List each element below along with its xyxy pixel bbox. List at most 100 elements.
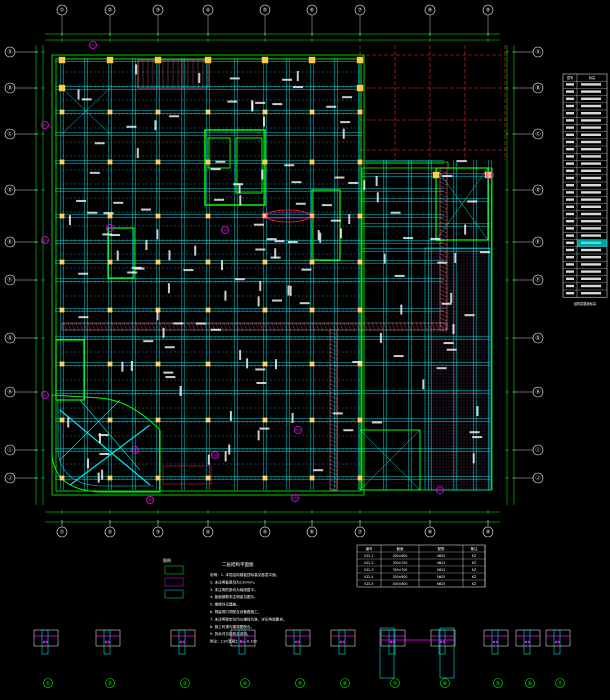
hatch-dot (481, 328, 483, 330)
detail-callout (436, 486, 444, 494)
hatch-dot (484, 268, 486, 270)
hatch-dot (478, 361, 480, 363)
hatch-dot (454, 337, 456, 339)
hatch-dot (481, 472, 483, 474)
hatch-dot (433, 337, 435, 339)
hatch-dot (427, 373, 429, 375)
hatch-dot (481, 280, 483, 282)
hatch-dot (451, 352, 453, 354)
beam-label (332, 412, 343, 415)
band-hatch (329, 367, 338, 372)
hatch-dot (460, 379, 462, 381)
band-hatch (375, 322, 380, 331)
column (155, 159, 161, 165)
band-hatch (383, 322, 388, 331)
hatch-dot (484, 331, 486, 333)
hatch-dot (442, 250, 444, 252)
axis-bubble-label: Ⓗ (535, 389, 540, 396)
hatch-dot (439, 307, 441, 309)
hatch-dot (445, 271, 447, 273)
beam-label (167, 283, 170, 294)
hatch-dot (475, 478, 477, 480)
hatch-dot (478, 358, 480, 360)
hatch-dot (484, 367, 486, 369)
hatch-dot (448, 421, 450, 423)
hatch-dot (454, 382, 456, 384)
hatch-dot (451, 487, 453, 489)
hatch-dot (460, 328, 462, 330)
hatch-dot (487, 391, 489, 393)
hatch-dot (451, 427, 453, 429)
column (59, 475, 65, 481)
hatch-dot (457, 295, 459, 297)
hatch-dot (448, 484, 450, 486)
hatch-dot (427, 286, 429, 288)
hatch-dot (451, 274, 453, 276)
hatch-dot (484, 373, 486, 375)
hatch-dot (454, 265, 456, 267)
hatch-dot (484, 379, 486, 381)
hatch-dot (427, 463, 429, 465)
hatch-dot (475, 307, 477, 309)
detail-bubble (493, 678, 503, 688)
beam-label (266, 238, 277, 241)
hatch-dot (439, 430, 441, 432)
hatch-dot (469, 436, 471, 438)
hatch-dot (436, 346, 438, 348)
beam-label (156, 310, 159, 321)
hatch-dot (469, 325, 471, 327)
hatch-dot (448, 430, 450, 432)
axis-bubble (4, 184, 16, 196)
hatch-dot (427, 445, 429, 447)
rebar-dot (107, 640, 111, 644)
hatch-dot (442, 472, 444, 474)
hatch-dot (481, 361, 483, 363)
hatch-dot (463, 316, 465, 318)
hatch-dot (475, 484, 477, 486)
hatch-dot (448, 448, 450, 450)
hatch-dot (487, 271, 489, 273)
level-cell (566, 227, 574, 230)
hatch-dot (436, 403, 438, 405)
hatch-dot (475, 352, 477, 354)
beam-label (154, 120, 157, 131)
column (205, 417, 211, 423)
hatch-dot (466, 301, 468, 303)
beam-label (207, 454, 210, 465)
hatch-dot (439, 382, 441, 384)
hatch-dot (439, 253, 441, 255)
hatch-dot (460, 298, 462, 300)
hatch-dot (478, 355, 480, 357)
core-wall (311, 189, 341, 261)
hatch-dot (430, 457, 432, 459)
hatch-dot (487, 421, 489, 423)
hatch-dot (463, 382, 465, 384)
hatch-dot (427, 439, 429, 441)
hatch-dot (442, 469, 444, 471)
column (107, 109, 113, 115)
band-hatch (329, 459, 338, 464)
axis-bubble-label: ⑥ (310, 530, 315, 536)
hatch-dot (457, 256, 459, 258)
hatch-dot (445, 346, 447, 348)
diagonal-beam (59, 399, 121, 461)
hatch-dot (460, 439, 462, 441)
hatch-dot (457, 448, 459, 450)
level-cell (566, 155, 574, 158)
column (59, 361, 65, 367)
hatch-dot (466, 433, 468, 435)
schedule-cell: KZ (472, 554, 477, 558)
hatch-dot (445, 412, 447, 414)
hatch-dot (448, 424, 450, 426)
hatch-dot (487, 301, 489, 303)
hatch-dot (457, 400, 459, 402)
hatch-dot (433, 373, 435, 375)
hatch-dot (430, 412, 432, 414)
hatch-dot (457, 289, 459, 291)
highlighted-beam (261, 212, 315, 219)
level-cell (566, 104, 574, 108)
hatch-dot (475, 424, 477, 426)
hatch-dot (466, 256, 468, 258)
hatch-dot (466, 409, 468, 411)
beam-label (113, 201, 124, 204)
